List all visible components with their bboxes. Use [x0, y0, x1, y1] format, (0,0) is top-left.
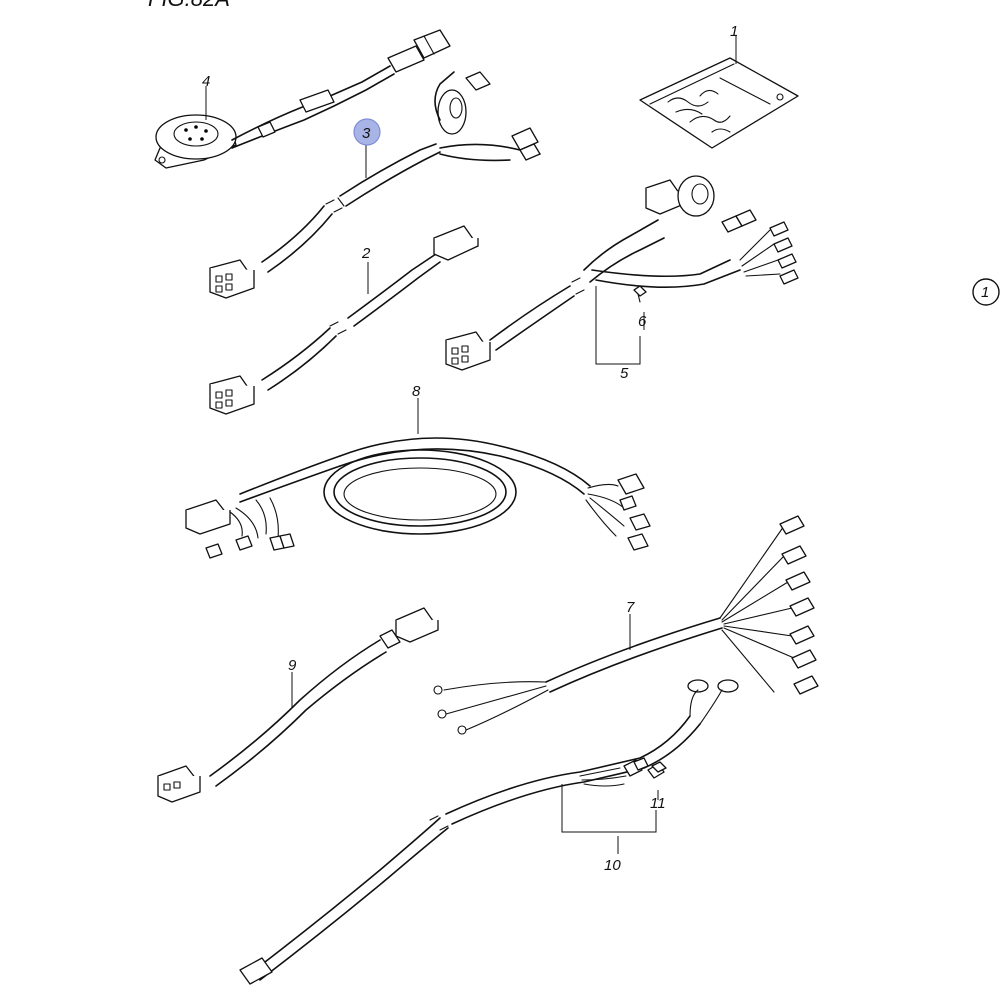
svg-text:1: 1	[730, 23, 738, 40]
part-9-harness	[157, 607, 439, 803]
part-6-terminal	[633, 285, 647, 303]
page-marker[interactable]: 1	[972, 278, 1000, 306]
callout-7[interactable]: 7	[626, 599, 635, 616]
callout-6[interactable]: 6	[638, 313, 647, 330]
callout-2[interactable]: 2	[361, 245, 371, 262]
part-5-harness	[445, 175, 799, 371]
callout-1[interactable]: 1	[730, 23, 738, 40]
part-8-main-harness	[185, 398, 651, 559]
callout-4[interactable]: 4	[202, 73, 210, 90]
figure-label: FIG.82A	[148, 0, 230, 11]
part-10-harness	[239, 679, 739, 985]
part-11-connector	[651, 761, 667, 773]
part-3-switch-harness	[209, 71, 541, 299]
svg-text:8: 8	[412, 383, 421, 400]
page-marker-circle	[972, 278, 1000, 306]
svg-text:1: 1	[981, 284, 989, 301]
part-7-harness	[433, 515, 819, 735]
callout-10[interactable]: 10	[604, 857, 621, 874]
svg-text:4: 4	[202, 73, 210, 90]
part-1-cable-tie-bag	[639, 57, 799, 149]
svg-text:2: 2	[361, 245, 371, 262]
part-4-buzzer	[154, 29, 451, 169]
svg-text:9: 9	[288, 657, 297, 674]
callout-11[interactable]: 11	[650, 795, 666, 812]
callout-8[interactable]: 8	[412, 383, 421, 400]
svg-text:10: 10	[604, 857, 621, 874]
svg-text:3: 3	[362, 125, 371, 142]
callout-5[interactable]: 5	[620, 365, 629, 382]
svg-text:7: 7	[626, 599, 635, 616]
part-2-extension-harness	[209, 225, 479, 415]
svg-text:6: 6	[638, 313, 647, 330]
svg-text:11: 11	[650, 795, 666, 812]
callout-3-highlighted[interactable]: 3	[353, 118, 381, 146]
callout-9[interactable]: 9	[288, 657, 297, 674]
svg-text:5: 5	[620, 365, 629, 382]
callout-3-highlight-circle	[353, 118, 381, 146]
